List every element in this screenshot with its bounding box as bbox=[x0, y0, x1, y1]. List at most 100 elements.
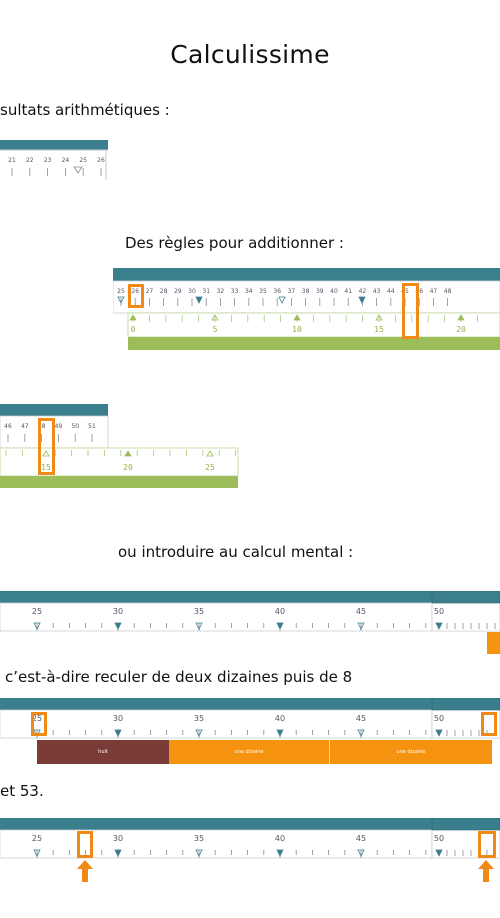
tick-label: 30 bbox=[113, 714, 123, 723]
triangle-marker bbox=[358, 296, 366, 304]
triangle-marker bbox=[357, 622, 365, 630]
page-title: Calculissime bbox=[170, 40, 330, 69]
orange-segment-stub bbox=[487, 632, 500, 654]
tick-label: 33 bbox=[231, 288, 239, 295]
tick-label: 50 bbox=[71, 423, 79, 430]
triangle-marker bbox=[114, 729, 122, 737]
tick-label: 36 bbox=[273, 288, 281, 295]
green-ruler-bar bbox=[128, 337, 500, 350]
tick-label: 48 bbox=[38, 423, 46, 430]
tick-label: 37 bbox=[288, 288, 296, 295]
highlight-22 bbox=[77, 831, 93, 858]
green-triangle-marker bbox=[42, 450, 50, 457]
highlight-start bbox=[128, 284, 144, 308]
highlight-end-2 bbox=[481, 712, 497, 736]
tick-label: 26 bbox=[131, 288, 139, 295]
green-tick-label: 25 bbox=[205, 463, 215, 472]
triangle-marker bbox=[357, 729, 365, 737]
ruler-bar bbox=[0, 698, 500, 710]
green-ruler-bar bbox=[0, 476, 238, 488]
tick-label: 35 bbox=[259, 288, 267, 295]
tick-label: 46 bbox=[415, 288, 423, 295]
tick-label: 45 bbox=[401, 288, 409, 295]
green-tick-label: 20 bbox=[123, 463, 133, 472]
tick-label: 50 bbox=[434, 607, 444, 616]
highlight-start-2 bbox=[31, 712, 47, 736]
triangle-marker bbox=[435, 622, 443, 630]
triangle-marker bbox=[195, 296, 203, 304]
tick-label: 40 bbox=[330, 288, 338, 295]
triangle-marker bbox=[73, 166, 83, 174]
triangle-marker bbox=[114, 622, 122, 630]
highlight-end bbox=[402, 283, 419, 339]
tick-label: 30 bbox=[113, 834, 123, 843]
green-triangle-marker bbox=[124, 450, 132, 457]
tick-label: 47 bbox=[430, 288, 438, 295]
ruler-body-next bbox=[431, 602, 500, 632]
tick-label: 25 bbox=[117, 288, 125, 295]
ruler-bar-next bbox=[431, 698, 500, 711]
tick-label: 40 bbox=[275, 607, 285, 616]
tick-label: 25 bbox=[32, 714, 42, 723]
tick-label: 40 bbox=[275, 714, 285, 723]
green-tick-label: 10 bbox=[292, 325, 302, 334]
tick-label: 41 bbox=[344, 288, 352, 295]
segment-ten-a: une dizaine bbox=[169, 740, 330, 764]
tick-label: 48 bbox=[444, 288, 452, 295]
tick-label: 25 bbox=[79, 157, 87, 164]
segment-eight: huit bbox=[37, 740, 169, 764]
green-tick-label: 0 bbox=[131, 325, 136, 334]
green-triangle-marker bbox=[206, 450, 214, 457]
green-tick-label: 15 bbox=[374, 325, 384, 334]
arrow-up-icon bbox=[478, 860, 494, 882]
tick-label: 49 bbox=[55, 423, 63, 430]
ruler-bar bbox=[113, 268, 500, 281]
triangle-marker bbox=[195, 729, 203, 737]
tick-label: 44 bbox=[387, 288, 395, 295]
tick-label: 28 bbox=[160, 288, 168, 295]
triangle-marker bbox=[276, 729, 284, 737]
triangle-marker bbox=[195, 622, 203, 630]
tick-label: 40 bbox=[275, 834, 285, 843]
green-tick-label: 5 bbox=[213, 325, 218, 334]
highlight-result bbox=[38, 418, 55, 475]
triangle-marker bbox=[278, 296, 286, 304]
ruler-bar bbox=[0, 591, 500, 603]
triangle-marker bbox=[33, 622, 41, 630]
tick-label: 32 bbox=[217, 288, 225, 295]
tick-label: 31 bbox=[202, 288, 210, 295]
highlight-53 bbox=[478, 831, 496, 858]
tick-label: 24 bbox=[62, 157, 70, 164]
ruler-bar-next bbox=[431, 591, 500, 604]
green-triangle-marker bbox=[129, 314, 137, 321]
tick-label: 21 bbox=[8, 157, 16, 164]
ruler-bar bbox=[0, 140, 108, 150]
ruler-body bbox=[0, 602, 433, 632]
tick-label: 38 bbox=[302, 288, 310, 295]
ruler-body-next bbox=[431, 829, 500, 859]
mental-calc-text: ou introduire au calcul mental : bbox=[118, 543, 354, 561]
green-ruler-body bbox=[127, 312, 500, 338]
tick-label: 46 bbox=[4, 423, 12, 430]
tick-label: 47 bbox=[21, 423, 29, 430]
ruler-body bbox=[113, 280, 500, 314]
tick-label: 34 bbox=[245, 288, 253, 295]
result-text: et 53. bbox=[0, 782, 44, 800]
ruler-body bbox=[0, 709, 433, 739]
tick-label: 25 bbox=[32, 607, 42, 616]
triangle-marker bbox=[114, 849, 122, 857]
tick-label: 45 bbox=[356, 607, 366, 616]
tick-label: 30 bbox=[113, 607, 123, 616]
tick-label: 23 bbox=[44, 157, 52, 164]
tick-label: 45 bbox=[356, 714, 366, 723]
triangle-marker bbox=[276, 622, 284, 630]
tick-label: 50 bbox=[434, 714, 444, 723]
tick-label: 22 bbox=[26, 157, 34, 164]
ruler-bar bbox=[0, 818, 500, 830]
ruler-bar bbox=[0, 404, 108, 416]
tick-label: 30 bbox=[188, 288, 196, 295]
